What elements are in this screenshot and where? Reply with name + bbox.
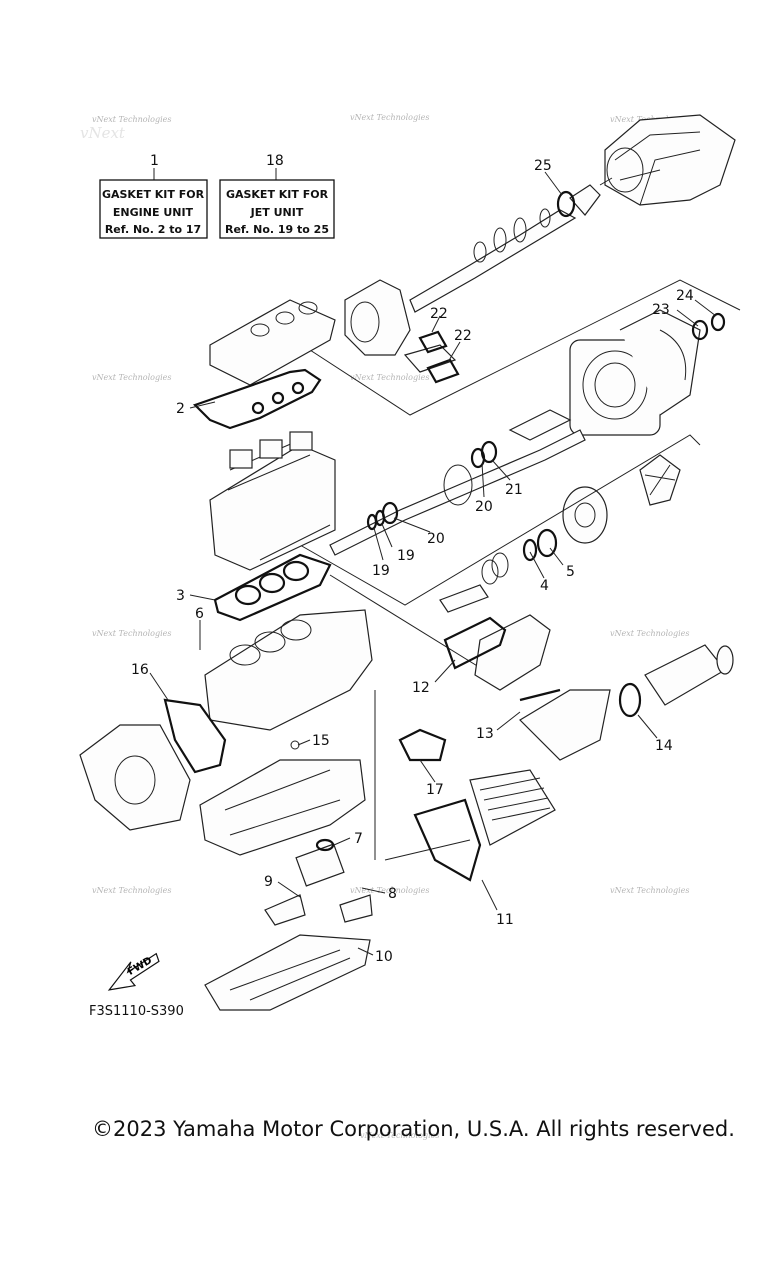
front-cover	[79, 724, 191, 831]
callout-7: 7	[354, 831, 363, 847]
callout-22a: 22	[430, 306, 448, 322]
watermark: vNext Technologies	[360, 1131, 439, 1140]
kit-label-line1: GASKET KIT FOR	[102, 188, 205, 201]
callout-10: 10	[375, 949, 393, 965]
watermark: vNext Technologies	[92, 115, 171, 124]
callout-5: 5	[566, 564, 575, 580]
callout-14: 14	[655, 738, 673, 754]
callout-16: 16	[131, 662, 149, 678]
watermark: vNext Technologies	[92, 629, 171, 638]
callout-9: 9	[264, 874, 273, 890]
callout-8: 8	[388, 886, 397, 902]
jet-housing-assembly	[569, 309, 726, 436]
callouts: 2 3 4 5 6 7 8 9 10 11 12 13 14 15 16 17	[131, 158, 717, 965]
callout-21: 21	[505, 482, 523, 498]
callout-23: 23	[652, 302, 670, 318]
forward-direction-arrow: FWD	[107, 952, 160, 991]
callout-20b: 20	[475, 499, 493, 515]
watermark: vNext Technologies	[610, 886, 689, 895]
head-cover-gasket-2	[192, 368, 322, 430]
jet-pump-housing	[604, 114, 736, 206]
cover-gasket-17	[398, 728, 447, 762]
oil-cooler	[413, 769, 556, 882]
exhaust-manifold	[443, 614, 734, 761]
drive-shaft-assembly	[409, 177, 613, 313]
engine-gasket-kit-box: 1 GASKET KIT FOR ENGINE UNIT Ref. No. 2 …	[99, 153, 208, 239]
oil-pump-parts	[264, 740, 373, 926]
front-cover-gasket-16	[163, 698, 227, 774]
cylinder-head-gasket-3	[213, 553, 332, 622]
watermark: vNext Technologies	[92, 373, 171, 382]
crankcase-lower	[199, 759, 366, 856]
callout-22b: 22	[454, 328, 472, 344]
jet-gasket-kit-box: 18 GASKET KIT FOR JET UNIT Ref. No. 19 t…	[219, 153, 335, 239]
crankcase-upper	[204, 609, 373, 731]
impeller-housing	[439, 454, 681, 613]
callout-25: 25	[534, 158, 552, 174]
callout-17: 17	[426, 782, 444, 798]
callout-number: 1	[150, 153, 159, 169]
callout-19a: 19	[372, 563, 390, 579]
watermarks: vNext vNext Technologies vNext Technolog…	[80, 113, 689, 1140]
intermediate-housing	[344, 279, 460, 384]
callout-20a: 20	[427, 531, 445, 547]
watermark: vNext Technologies	[610, 629, 689, 638]
callout-13: 13	[476, 726, 494, 742]
cylinder-head-cover	[209, 299, 336, 386]
kit-label-line2: ENGINE UNIT	[113, 206, 194, 219]
watermark: vNext Technologies	[350, 113, 429, 122]
callout-12: 12	[412, 680, 430, 696]
kit-label-line1: GASKET KIT FOR	[226, 188, 329, 201]
callout-3: 3	[176, 588, 185, 604]
oil-pan	[204, 934, 371, 1011]
callout-number: 18	[266, 153, 284, 169]
diagram-reference-code: F3S1110-S390	[89, 1004, 184, 1019]
callout-2: 2	[176, 401, 185, 417]
cylinder-head	[209, 431, 336, 571]
watermark: vNext	[80, 124, 126, 142]
watermark: vNext Technologies	[350, 373, 429, 382]
kit-label-line2: JET UNIT	[250, 206, 304, 219]
watermark: vNext Technologies	[350, 886, 429, 895]
watermark: vNext Technologies	[92, 886, 171, 895]
o-ring-25	[556, 190, 576, 218]
callout-11: 11	[496, 912, 514, 928]
assembly-lines	[299, 279, 741, 861]
callout-19b: 19	[397, 548, 415, 564]
callout-24: 24	[676, 288, 694, 304]
kit-label-line3: Ref. No. 2 to 17	[105, 223, 201, 236]
callout-6: 6	[195, 606, 204, 622]
jet-shaft	[329, 409, 586, 556]
callout-4: 4	[540, 578, 549, 594]
callout-15: 15	[312, 733, 330, 749]
kit-label-line3: Ref. No. 19 to 25	[225, 223, 329, 236]
copyright-notice: ©2023 Yamaha Motor Corporation, U.S.A. A…	[92, 1117, 735, 1141]
